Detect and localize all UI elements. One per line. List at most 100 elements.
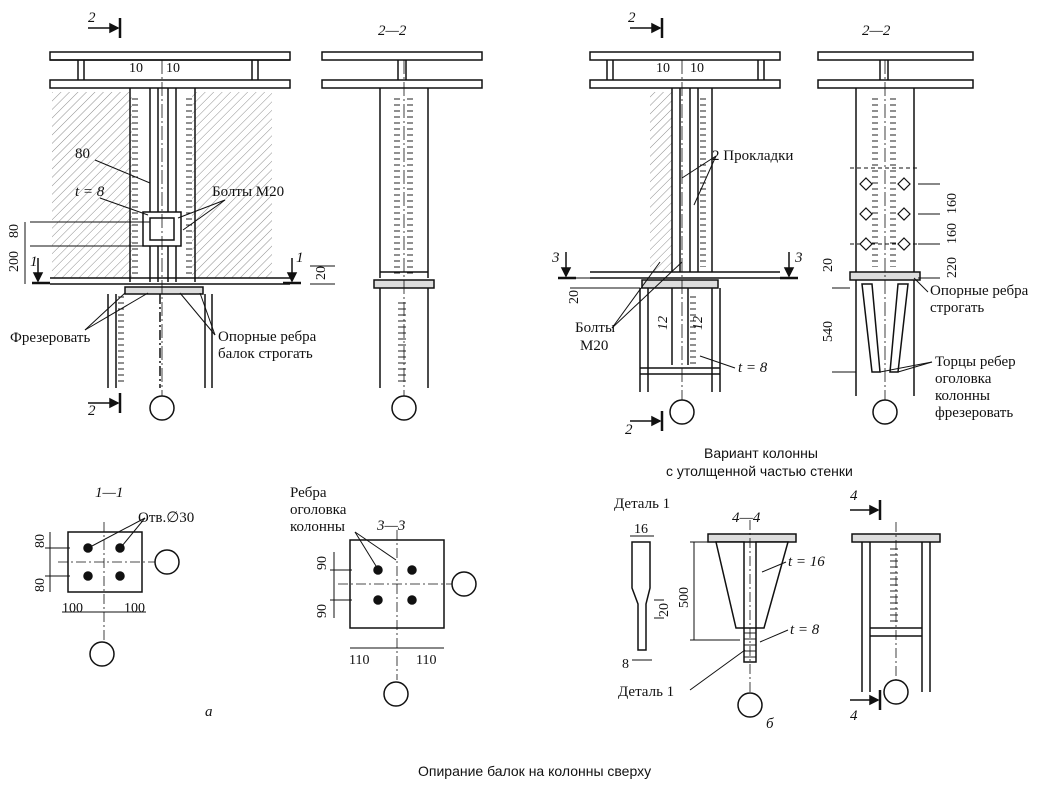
cut-marks-4	[850, 500, 882, 710]
cut-3-left-label: 3	[551, 250, 560, 266]
leaders-33	[354, 531, 397, 567]
dim-200: 200	[7, 251, 22, 272]
bolts-label-b-1: Болты	[575, 320, 615, 336]
section-22-title-a: 2—2	[378, 23, 407, 39]
cut-4-top-label: 4	[850, 488, 858, 504]
weld-12-b: 12	[691, 316, 706, 330]
dim-110-a: 110	[349, 653, 369, 668]
dim-80-vertical: 80	[7, 224, 22, 238]
dim-20-detail: 20	[657, 603, 672, 617]
variant-a-elevation	[49, 51, 291, 421]
frezerovat-label: Фрезеровать	[10, 330, 90, 346]
variant-b-section-22-labels: 2—2 160 160 220 20 540 Опорные ребра стр…	[821, 23, 1029, 421]
dim-20-b: 20	[567, 290, 582, 304]
bolt-markers-b	[859, 177, 911, 251]
variant-subtitle-1: Вариант колонны	[704, 445, 818, 461]
cut-4-bottom-label: 4	[850, 708, 858, 724]
opornye-b-2: строгать	[930, 300, 984, 316]
leaders-11	[91, 517, 146, 547]
opornye-label-2: балок строгать	[218, 346, 313, 362]
cut-1-right-label: 1	[296, 250, 304, 266]
t16-label: t = 16	[788, 554, 825, 570]
t8-label-44: t = 8	[790, 622, 820, 638]
cut-3-right-label: 3	[794, 250, 803, 266]
cut-2-top-label-b: 2	[628, 10, 636, 26]
dim-10-right-b: 10	[690, 61, 704, 76]
opornye-label-1: Опорные ребра	[218, 329, 317, 345]
variant-a-section-11	[45, 522, 180, 667]
detail-1-labels: Деталь 1 16 20 8	[614, 496, 672, 672]
dim-80-b: 80	[33, 578, 48, 592]
dim-80-a: 80	[33, 534, 48, 548]
cut-marks-b	[558, 18, 798, 431]
dim-10-right: 10	[166, 61, 180, 76]
cut-4-labels: 4 4 б	[766, 488, 858, 732]
leaders-a	[24, 159, 335, 336]
variant-b-elevation	[570, 51, 781, 425]
opornye-b-1: Опорные ребра	[930, 283, 1029, 299]
cut-marks-a	[32, 18, 301, 413]
detail-1-drawing	[630, 535, 664, 661]
dim-90-a: 90	[315, 556, 330, 570]
detail-1-title: Деталь 1	[614, 496, 670, 512]
variant-b-letter: б	[766, 716, 774, 732]
dim-90-b: 90	[315, 604, 330, 618]
variant-b-labels: 2 2 3 3 10 10 2 Прокладки 20 Болты М20 t…	[551, 10, 803, 438]
torcy-3: колонны	[935, 388, 990, 404]
torcy-1: Торцы ребер	[935, 354, 1016, 370]
leaders-b	[611, 155, 736, 369]
prokladki-label: 2 Прокладки	[712, 148, 793, 164]
section-44-labels: 4—4 500 t = 16 t = 8 Деталь 1	[618, 510, 825, 700]
variant-a-section-22	[321, 51, 483, 421]
cut-2-top-label: 2	[88, 10, 96, 26]
dim-16: 16	[634, 522, 648, 537]
variant-b-section-22	[817, 51, 974, 425]
torcy-4: фрезеровать	[935, 405, 1013, 421]
variant-a-section-11-labels: 1—1 Отв.∅30 80 80 100 100	[33, 485, 194, 616]
dim-80-label: 80	[75, 146, 90, 162]
t8-label-b: t = 8	[738, 360, 768, 376]
section-44-title: 4—4	[732, 510, 761, 526]
bolts-label: Болты М20	[212, 184, 284, 200]
dim-20: 20	[314, 266, 329, 280]
weld-12-a: 12	[656, 316, 671, 330]
variant-a-section-33-labels: Ребра оголовка колонны 3—3 90 90 110 110…	[205, 485, 436, 720]
variant-a-letter: а	[205, 704, 213, 720]
dim-160-a: 160	[945, 193, 960, 214]
dim-500: 500	[677, 587, 692, 608]
section-11-title: 1—1	[95, 485, 123, 501]
rebra-label-3: колонны	[290, 519, 345, 535]
dim-10-left-b: 10	[656, 61, 670, 76]
dim-110-b: 110	[416, 653, 436, 668]
dim-100-b: 100	[124, 601, 145, 616]
dim-8: 8	[622, 657, 629, 672]
rebra-label-1: Ребра	[290, 485, 327, 501]
section-33-title: 3—3	[376, 518, 405, 534]
dim-10-left: 10	[129, 61, 143, 76]
figure-caption: Опирание балок на колонны сверху	[418, 763, 651, 779]
variant-b-subtitle: Вариант колонны с утолщенной частью стен…	[666, 445, 853, 479]
dim-220: 220	[945, 257, 960, 278]
torcy-2: оголовка	[935, 371, 992, 387]
section-22-title-b: 2—2	[862, 23, 891, 39]
rebra-label-2: оголовка	[290, 502, 347, 518]
section-44-drawing	[690, 520, 797, 718]
leaders-b-22	[879, 277, 933, 373]
dim-20-section-b: 20	[821, 258, 836, 272]
dim-160-b: 160	[945, 223, 960, 244]
bolts-label-b-2: М20	[580, 338, 608, 354]
cut-2-bottom-label-b: 2	[625, 422, 633, 438]
cut-1-left-label: 1	[30, 254, 38, 270]
t8-label: t = 8	[75, 184, 105, 200]
cut-2-bottom-label: 2	[88, 403, 96, 419]
dim-100-a: 100	[62, 601, 83, 616]
leaders-44	[689, 561, 789, 691]
variant-subtitle-2: с утолщенной частью стенки	[666, 463, 853, 479]
section-side-44-drawing	[851, 522, 941, 705]
variant-a-section-33	[330, 530, 477, 707]
dim-540: 540	[821, 321, 836, 342]
variant-a-labels: 2 2 1 1 10 10 80 t = 8 Болты М20 200 80 …	[7, 10, 329, 419]
detail-1-callout: Деталь 1	[618, 684, 674, 700]
